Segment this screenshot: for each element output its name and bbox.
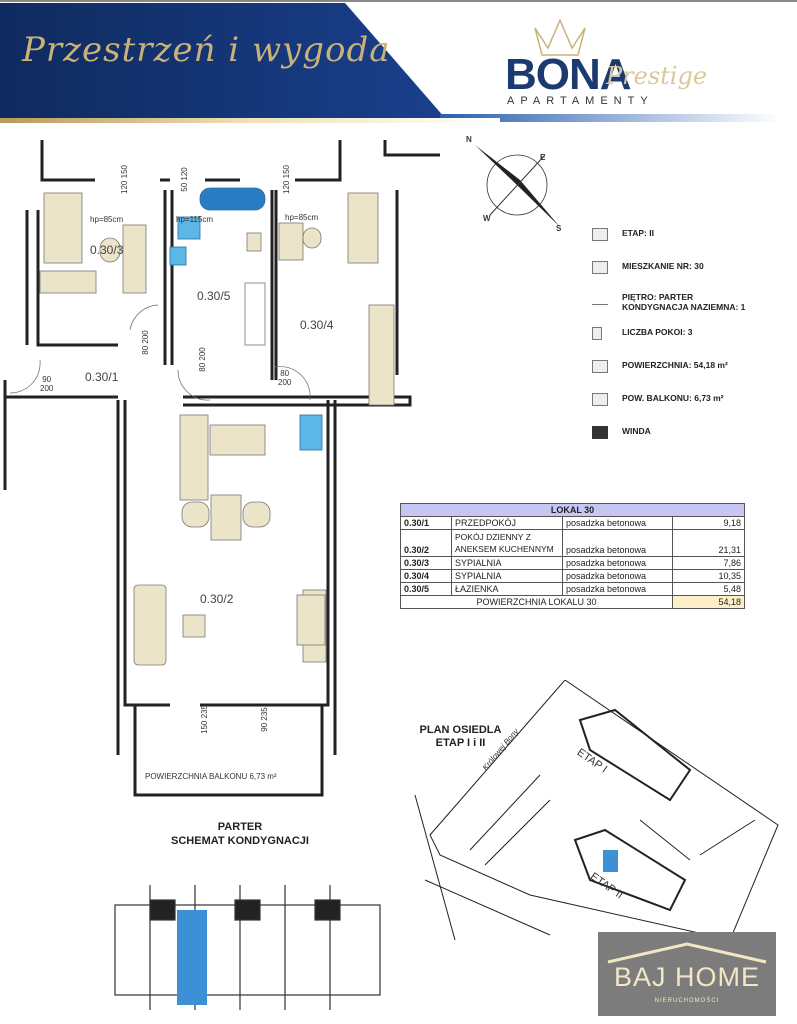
compass-n: N: [466, 135, 472, 144]
door-dim: 80 200: [140, 330, 150, 355]
sill-height: hp=85cm: [285, 213, 319, 222]
apartment-highlight: [177, 910, 207, 1005]
room-label: 0.30/5: [197, 289, 231, 303]
rooms-icon: [592, 327, 602, 340]
window-dim: 120 150: [119, 165, 129, 194]
area-icon: [592, 360, 608, 373]
door-dim: 80 200: [197, 347, 207, 372]
info-apartment: MIESZKANIE NR: 30: [592, 261, 704, 274]
compass-s: S: [556, 224, 562, 233]
brand-subtitle: APARTAMENTY: [507, 95, 654, 107]
info-rooms: LICZBA POKOI: 3: [592, 327, 693, 340]
table-title: LOKAL 30: [400, 503, 745, 517]
info-elevator: WINDA: [592, 426, 651, 439]
compass-icon: [475, 145, 560, 227]
info-stage: ETAP: II: [592, 228, 654, 241]
floor-plan: [3, 140, 440, 797]
apartment-highlight: [603, 850, 618, 872]
room-label: 0.30/1: [85, 370, 119, 384]
compass-e: E: [540, 153, 546, 162]
slogan: Przestrzeń i wygoda: [22, 30, 391, 70]
balcony-icon: [592, 393, 608, 406]
header: Przestrzeń i wygoda BONA Prestige APARTA…: [0, 0, 797, 132]
agency-subtitle: NIERUCHOMOŚCI: [654, 998, 720, 1004]
balcony-door-dim: 90 235: [259, 707, 269, 732]
agency-logo: [598, 932, 776, 1016]
house-roof-icon: [607, 942, 767, 964]
window-dim: 120 150: [281, 165, 291, 194]
apartment-icon: [592, 261, 608, 274]
window-dim: 50 120: [179, 167, 189, 192]
banner-background: [0, 0, 797, 123]
brand-script: Prestige: [606, 62, 708, 90]
sill-height: hp=115cm: [176, 215, 213, 224]
stairs-icon: [592, 292, 608, 305]
room-label: 0.30/2: [200, 592, 234, 606]
site-plan: [414, 680, 779, 940]
info-area: POWIERZCHNIA: 54,18 m²: [592, 360, 728, 373]
stage-icon: [592, 228, 608, 241]
elevator-icon: [592, 426, 608, 439]
balcony-area-label: POWIERZCHNIA BALKONU 6,73 m²: [145, 772, 277, 781]
balcony-door-dim: 150 235: [199, 705, 209, 734]
crown-logo: [534, 18, 586, 56]
agency-name: BAJ HOME: [613, 962, 761, 992]
room-label: 0.30/4: [300, 318, 334, 332]
floor-schema: [114, 885, 381, 1010]
brand-logo: BONA: [505, 50, 632, 99]
info-balcony: POW. BALKONU: 6,73 m²: [592, 393, 724, 406]
compass-w: W: [483, 214, 491, 223]
sill-height: hp=85cm: [90, 215, 124, 224]
room-label: 0.30/3: [90, 243, 124, 257]
